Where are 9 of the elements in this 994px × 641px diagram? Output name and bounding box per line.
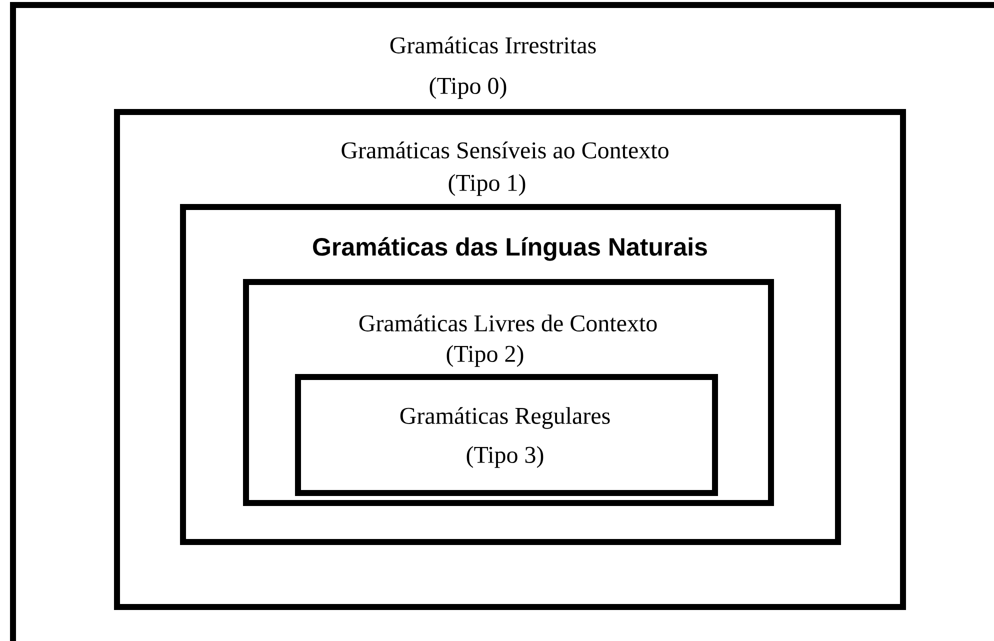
box-heading: Gramáticas Irrestritas [390, 36, 596, 54]
box-heading: (Tipo 2) [446, 345, 524, 367]
box-heading: (Tipo 0) [430, 77, 506, 99]
box-heading: Gramáticas Livres de Contexto [359, 314, 657, 332]
box-heading: Gramáticas Regulares [400, 407, 610, 429]
box-heading: Gramáticas das Línguas Naturais [313, 237, 707, 261]
box-heading: Gramáticas Sensíveis ao Contexto [342, 142, 668, 158]
box-heading: (Tipo 1) [448, 174, 526, 196]
box-heading: (Tipo 3) [466, 446, 544, 468]
